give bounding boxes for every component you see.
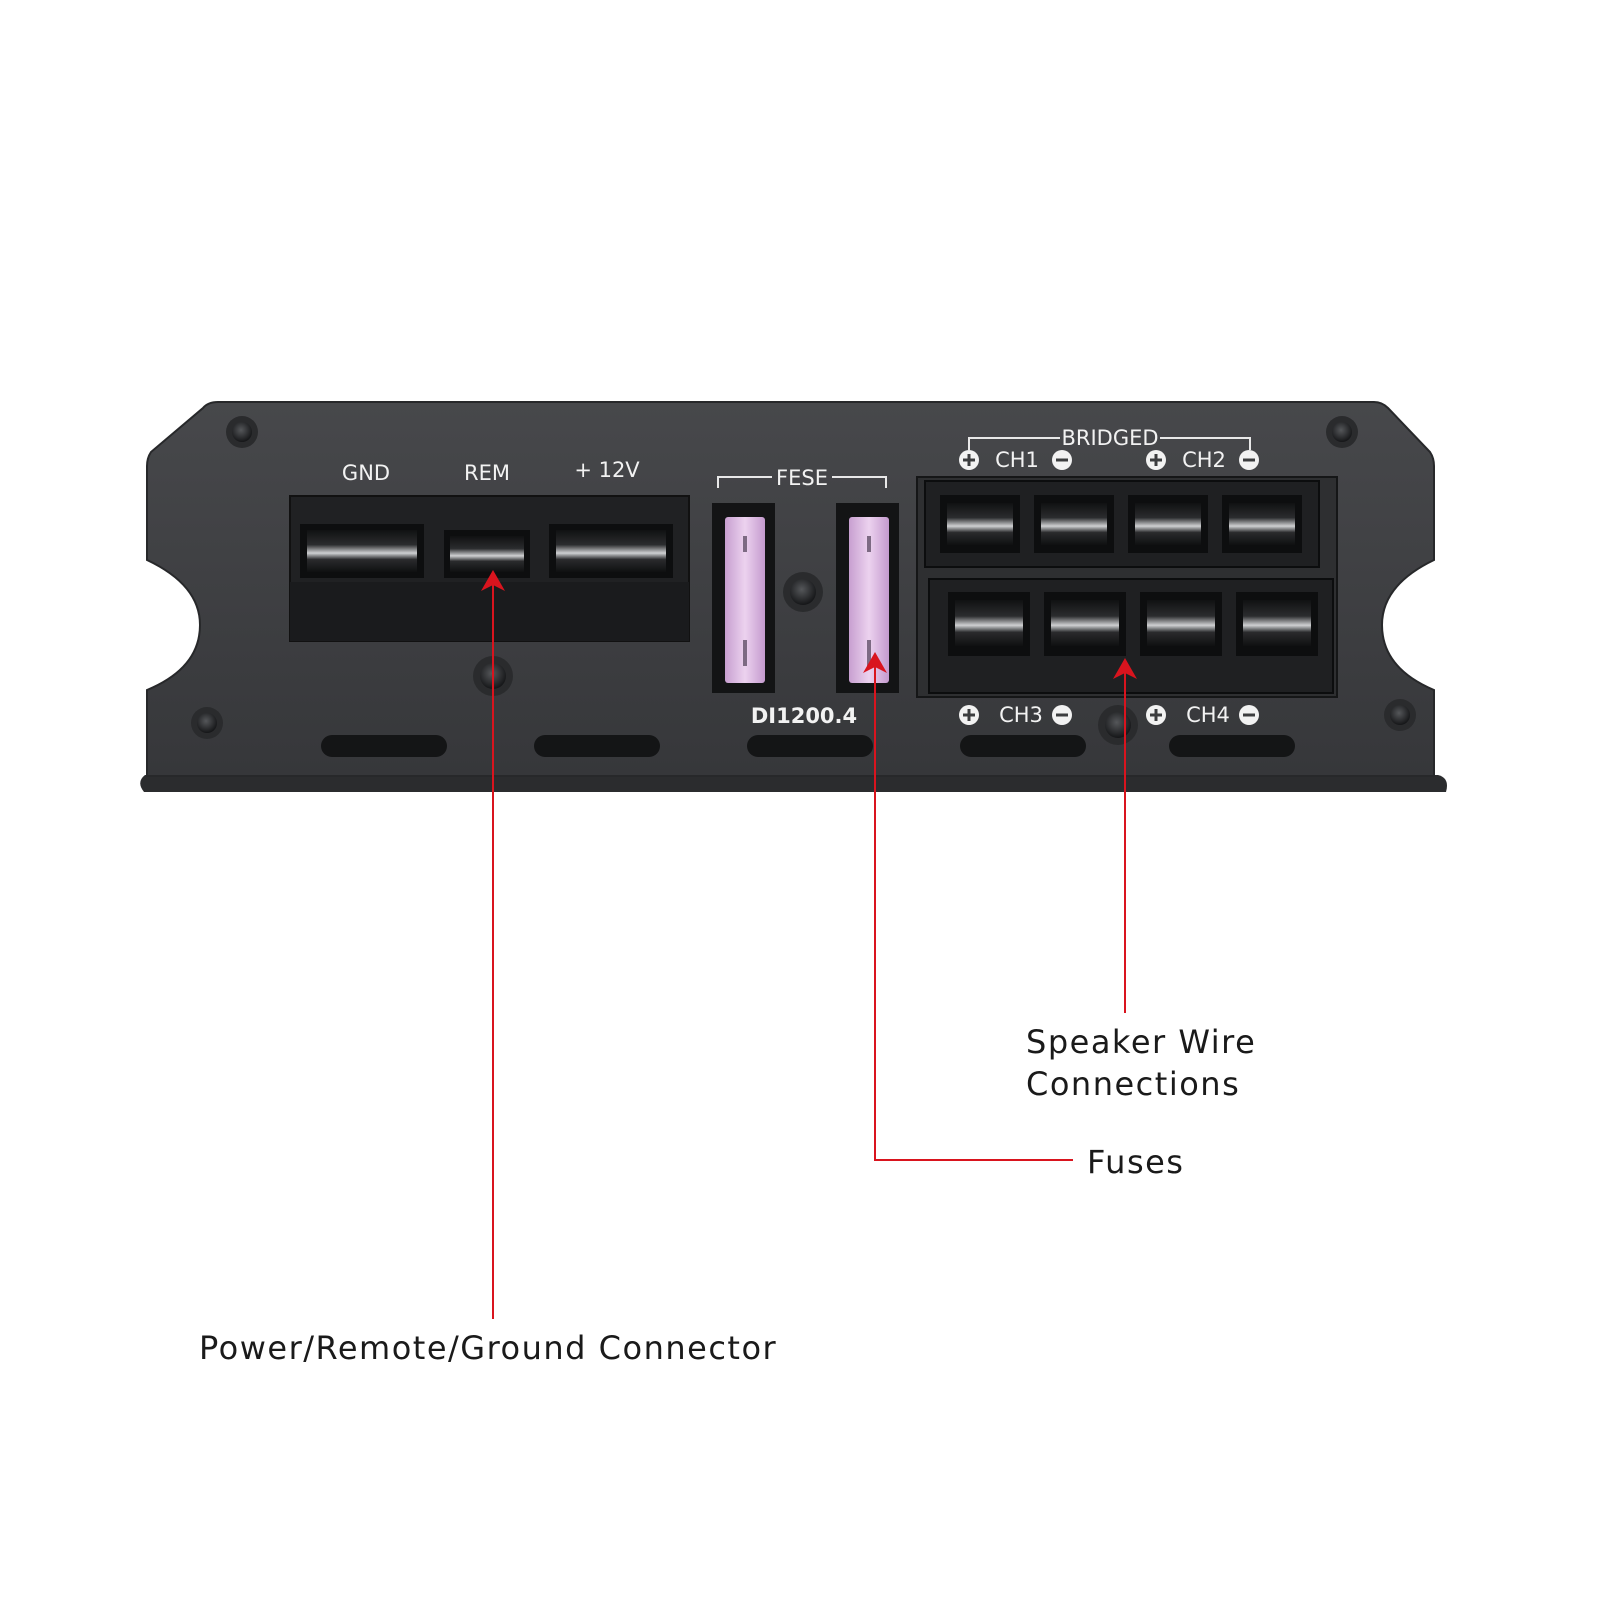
fuse-label: FESE bbox=[776, 466, 828, 490]
speaker-terminal[interactable] bbox=[1140, 592, 1222, 656]
ch2-label: CH2 bbox=[1182, 448, 1226, 472]
speaker-terminals-top bbox=[940, 495, 1302, 553]
minus-circle-icon bbox=[1052, 705, 1072, 725]
bridged-label: BRIDGED bbox=[1061, 426, 1158, 450]
v12-label: + 12V bbox=[574, 458, 640, 482]
screw-icon bbox=[1384, 699, 1416, 731]
minus-circle-icon bbox=[1239, 450, 1259, 470]
plus-circle-icon bbox=[959, 705, 979, 725]
speaker-terminals-bottom bbox=[948, 592, 1318, 656]
ch4-label: CH4 bbox=[1186, 703, 1230, 727]
model-label: DI1200.4 bbox=[751, 704, 857, 728]
leader-power bbox=[481, 570, 505, 1319]
speaker-callout-line1: Speaker Wire bbox=[1026, 1023, 1257, 1061]
plus-circle-icon bbox=[1146, 450, 1166, 470]
screw-icon bbox=[1326, 416, 1358, 448]
arrow-up-icon bbox=[481, 570, 505, 591]
speaker-terminal[interactable] bbox=[1236, 592, 1318, 656]
minus-circle-icon bbox=[1239, 705, 1259, 725]
vent-slots bbox=[321, 735, 1295, 757]
screw-icon bbox=[783, 572, 823, 612]
chassis-base bbox=[140, 775, 1447, 792]
fuse-right[interactable] bbox=[836, 503, 899, 693]
screw-icon bbox=[226, 416, 258, 448]
power-callout: Power/Remote/Ground Connector bbox=[199, 1329, 778, 1367]
screw-icon bbox=[1098, 705, 1138, 745]
fuse-left[interactable] bbox=[712, 503, 775, 693]
arrow-up-icon bbox=[863, 652, 887, 673]
speaker-terminal[interactable] bbox=[1128, 495, 1208, 553]
leader-fuses bbox=[863, 652, 1073, 1161]
gnd-label: GND bbox=[342, 461, 390, 485]
screw-icon bbox=[191, 707, 223, 739]
speaker-terminal[interactable] bbox=[1034, 495, 1114, 553]
v12-terminal[interactable] bbox=[549, 524, 673, 578]
plus-circle-icon bbox=[959, 450, 979, 470]
ch3-label: CH3 bbox=[999, 703, 1043, 727]
leader-speaker bbox=[1113, 658, 1137, 1013]
rem-label: REM bbox=[464, 461, 510, 485]
speaker-terminal[interactable] bbox=[940, 495, 1020, 553]
speaker-terminal[interactable] bbox=[1044, 592, 1126, 656]
fuse-bracket bbox=[717, 476, 887, 488]
rem-terminal[interactable] bbox=[444, 530, 530, 578]
plus-circle-icon bbox=[1146, 705, 1166, 725]
bridged-bracket bbox=[968, 437, 1251, 450]
speaker-terminal[interactable] bbox=[948, 592, 1030, 656]
speaker-terminal[interactable] bbox=[1222, 495, 1302, 553]
arrow-up-icon bbox=[1113, 658, 1137, 679]
speaker-callout-line2: Connections bbox=[1026, 1065, 1241, 1103]
fuses-callout: Fuses bbox=[1087, 1143, 1185, 1181]
ch1-label: CH1 bbox=[995, 448, 1039, 472]
minus-circle-icon bbox=[1052, 450, 1072, 470]
gnd-terminal[interactable] bbox=[300, 524, 424, 578]
